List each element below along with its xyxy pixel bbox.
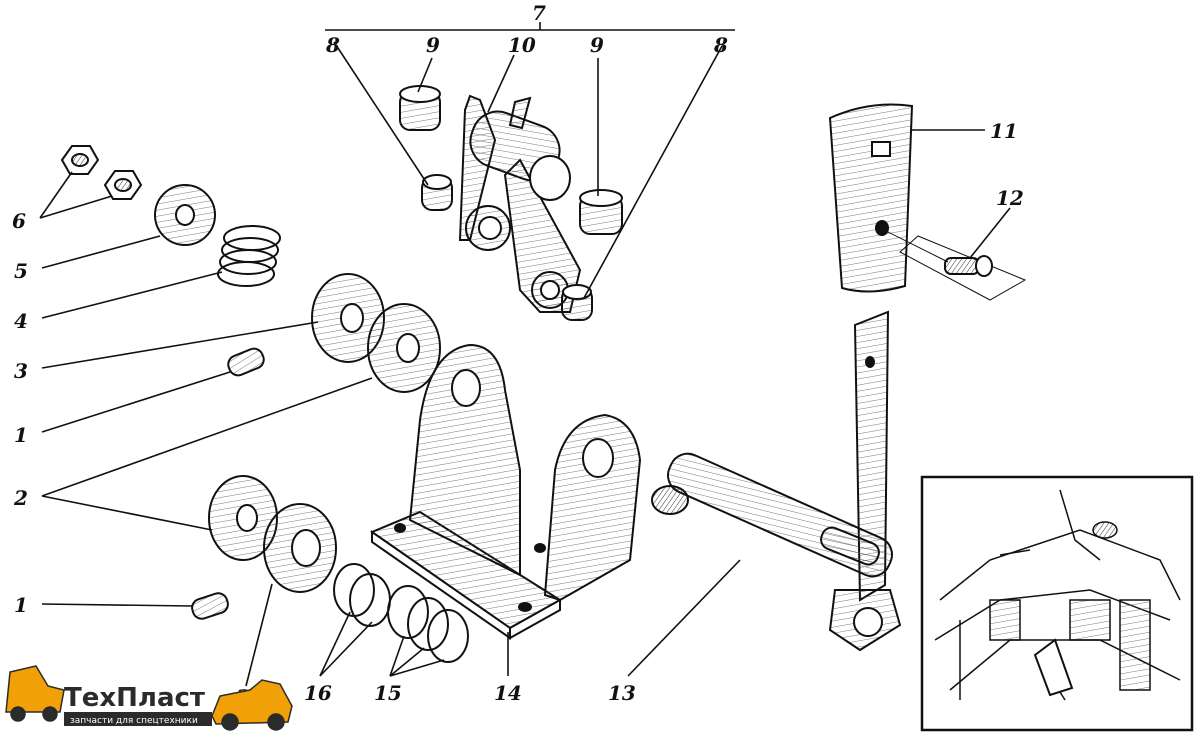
callout-3-upper: 3 xyxy=(14,359,28,383)
part-spring xyxy=(217,225,281,287)
part-pin-lower xyxy=(191,592,229,620)
part-small-bushing-left xyxy=(421,174,453,211)
part-nut-lower xyxy=(103,170,143,200)
part-shaft-lever xyxy=(651,310,902,652)
part-washer-small xyxy=(154,184,216,246)
inset-location-view xyxy=(920,475,1194,732)
callout-5: 5 xyxy=(14,259,28,283)
callout-6: 6 xyxy=(12,209,26,233)
part-thick-washer-upper-a xyxy=(311,273,385,363)
part-bracket xyxy=(369,343,642,640)
part-nut-upper xyxy=(60,145,100,175)
callout-2: 2 xyxy=(13,486,28,510)
callout-10: 10 xyxy=(508,33,536,57)
callout-15: 15 xyxy=(374,681,402,705)
techplast-logo: ТехПласт запчасти для спецтехники xyxy=(5,665,293,731)
part-rings-16 xyxy=(333,563,391,627)
callout-9-left: 9 xyxy=(426,33,440,57)
callout-1-upper: 1 xyxy=(14,423,28,447)
callout-13: 13 xyxy=(608,681,636,705)
excavator-icon-left xyxy=(5,665,65,722)
leader-lines xyxy=(39,22,1011,687)
callout-14: 14 xyxy=(494,681,522,705)
part-handle xyxy=(828,103,914,293)
callout-8-right: 8 xyxy=(713,33,728,57)
callout-8-left: 8 xyxy=(325,33,340,57)
part-bushing-upper xyxy=(399,85,441,131)
logo-title: ТехПласт xyxy=(64,683,205,713)
part-thick-washer-upper-b xyxy=(367,303,441,393)
callout-11: 11 xyxy=(990,119,1018,143)
part-screw xyxy=(879,227,1027,301)
part-pin-upper xyxy=(227,347,265,377)
part-bushing-right xyxy=(579,189,623,235)
callout-1-lower: 1 xyxy=(14,593,28,617)
callout-12: 12 xyxy=(996,186,1024,210)
callout-labels: 1 1 2 3 3 4 5 6 7 8 8 9 9 10 11 12 13 14… xyxy=(12,1,1024,709)
callout-7: 7 xyxy=(532,1,546,25)
callout-4: 4 xyxy=(14,309,28,333)
part-rings-15 xyxy=(387,585,469,663)
loader-icon-right xyxy=(211,679,293,731)
callout-16: 16 xyxy=(304,681,332,705)
part-splined-washer-lower xyxy=(263,503,337,593)
part-lever-assembly xyxy=(458,94,582,313)
callout-9-right: 9 xyxy=(590,33,604,57)
logo-subtitle: запчасти для спецтехники xyxy=(70,716,198,726)
